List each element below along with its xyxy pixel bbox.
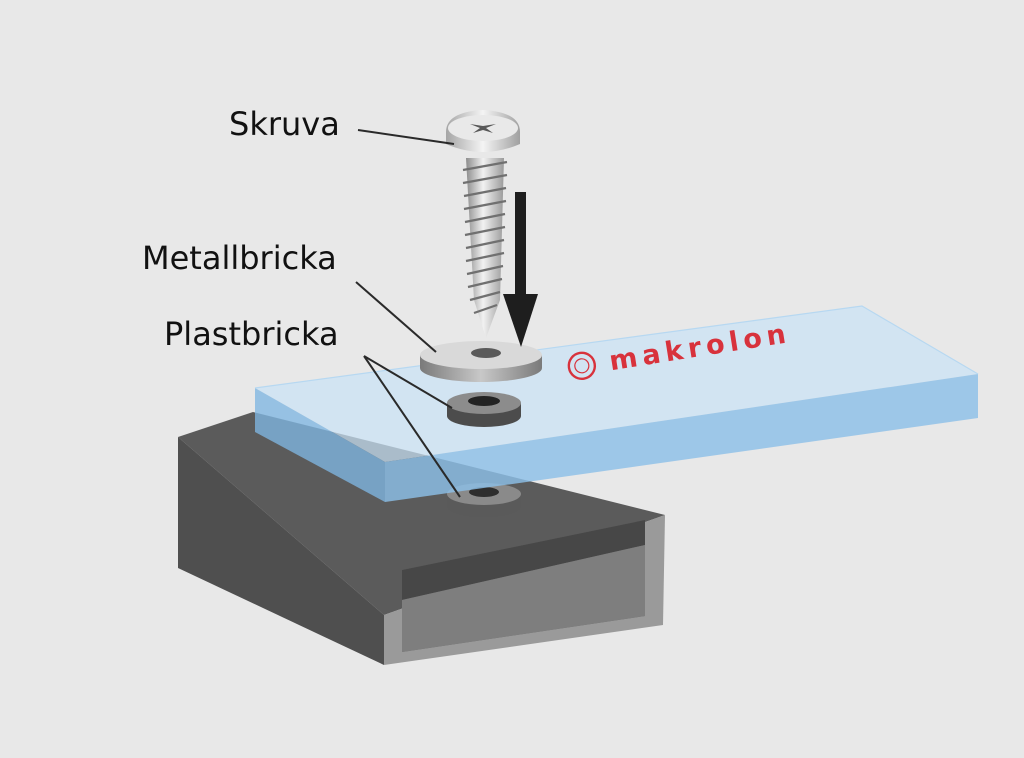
logo-roundel-icon xyxy=(567,351,597,381)
leader-metal-washer xyxy=(355,281,437,353)
upper-plastic-washer xyxy=(447,392,521,427)
label-plastic-washer: Plastbricka xyxy=(164,315,339,353)
leader-plastic-lower xyxy=(363,355,461,498)
screw xyxy=(446,110,520,338)
profile-side-face xyxy=(178,437,384,665)
label-screw: Skruva xyxy=(229,105,340,143)
screw-shank xyxy=(466,158,504,338)
leader-plastic-upper xyxy=(363,355,453,409)
down-arrow-icon xyxy=(503,192,538,347)
profile-top-face xyxy=(178,412,665,615)
metal-washer xyxy=(420,341,542,382)
polycarbonate-sheet xyxy=(254,305,979,502)
rectangular-profile xyxy=(178,412,665,665)
sheet-front-edge xyxy=(385,374,978,502)
sheet-top-face xyxy=(255,306,978,462)
sheet-left-edge xyxy=(255,388,385,502)
leader-screw xyxy=(357,129,455,145)
screw-drive-icon xyxy=(470,124,496,133)
label-metal-washer: Metallbricka xyxy=(142,239,337,277)
leader-lines xyxy=(355,129,461,498)
